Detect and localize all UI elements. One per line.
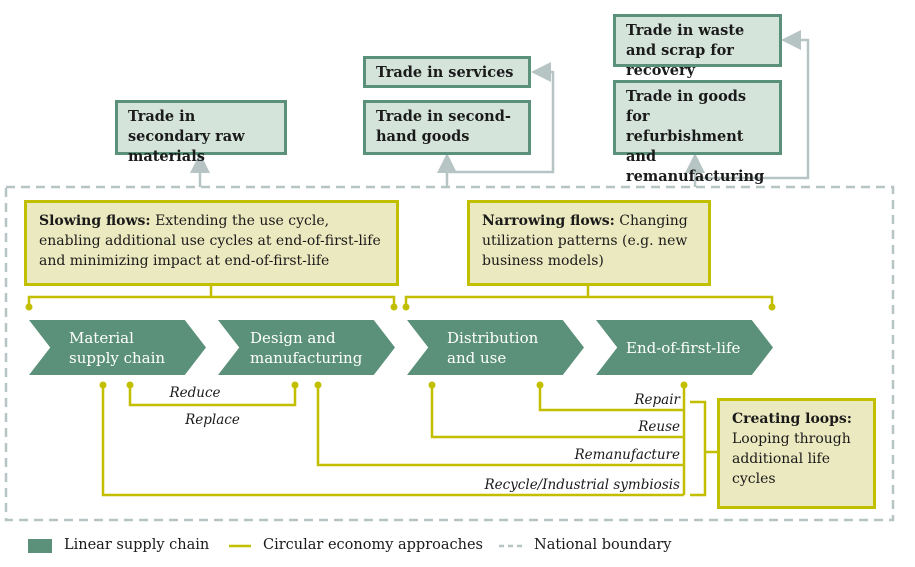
legend-circular: Circular economy approaches: [263, 537, 483, 553]
trade-secondary-raw-box: Trade in secondary raw materials: [115, 100, 287, 165]
line-endpoints: [25, 303, 776, 389]
trade-second-hand-box: Trade in second-hand goods: [363, 100, 531, 155]
reduce-label: Reduce: [169, 385, 221, 401]
loops-text: Looping through additional life cycles: [732, 431, 851, 487]
legend-linear-swatch: [28, 539, 52, 553]
stage-label: Design and manufacturing: [250, 328, 363, 367]
slowing-title: Slowing flows:: [39, 213, 151, 229]
replace-label: Replace: [185, 412, 240, 428]
repair-label: Repair: [634, 392, 680, 408]
creating-loops-box: Creating loops: Looping through additiona…: [717, 398, 876, 509]
reuse-label: Reuse: [638, 419, 680, 435]
legend-linear: Linear supply chain: [64, 537, 210, 553]
narrowing-flows-box: Narrowing flows: Changing utilization pa…: [467, 200, 711, 286]
trade-waste-scrap-box: Trade in waste and scrap for recovery: [613, 14, 782, 79]
circular-lines: [27, 285, 774, 497]
national-boundary: [4, 185, 895, 522]
stage-label: Material supply chain: [69, 328, 166, 367]
stage-material-supply-chain: Material supply chain: [29, 320, 206, 375]
stage-design-manufacturing: Design and manufacturing: [218, 320, 395, 375]
trade-refurbishment-box: Trade in goods for refurbishment and rem…: [613, 80, 782, 185]
legend-boundary: National boundary: [534, 537, 672, 553]
loops-title: Creating loops:: [732, 411, 852, 427]
slowing-flows-box: Slowing flows: Extending the use cycle, …: [24, 200, 399, 286]
recycle-label: Recycle/Industrial symbiosis: [484, 477, 680, 493]
remanufacture-label: Remanufacture: [574, 447, 680, 463]
narrowing-title: Narrowing flows:: [482, 213, 615, 229]
stage-label: End-of-first-life: [626, 338, 741, 357]
stage-label: Distribution and use: [447, 328, 539, 367]
slowing-text: Extending the use cycle, enabling additi…: [39, 213, 381, 269]
stage-distribution-use: Distribution and use: [407, 320, 584, 375]
stage-end-of-first-life: End-of-first-life: [596, 320, 773, 375]
trade-arrows: [190, 30, 810, 187]
trade-services-box: Trade in services: [363, 56, 531, 88]
narrowing-text: Changing utilization patterns (e.g. new …: [482, 213, 688, 269]
